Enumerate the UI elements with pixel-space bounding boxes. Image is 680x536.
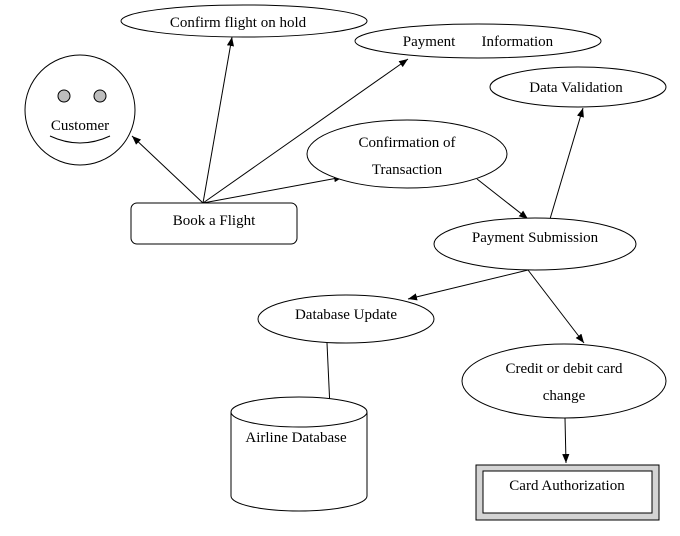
confirmation-transaction-label-line1: Confirmation of xyxy=(358,135,455,151)
card-change-label-line2: change xyxy=(543,388,586,404)
payment-submission-label: Payment Submission xyxy=(472,230,599,246)
customer-left-eye-icon xyxy=(57,89,71,103)
payment-submission-ellipse xyxy=(433,217,637,271)
card-change-node: Credit or debit card change xyxy=(461,343,667,419)
edge-book-flight-to-customer xyxy=(131,135,204,204)
card-authorization-label: Card Authorization xyxy=(509,478,625,494)
data-validation-node: Data Validation xyxy=(489,66,667,108)
customer-right-eye-icon xyxy=(93,89,107,103)
database-update-label: Database Update xyxy=(295,307,397,323)
confirm-hold-node: Confirm flight on hold xyxy=(120,4,368,38)
edge-database-update-to-airline-database xyxy=(325,342,334,409)
card-change-ellipse xyxy=(461,343,667,419)
card-change-label-line1: Credit or debit card xyxy=(505,361,623,377)
confirmation-transaction-node: Confirmation of Transaction xyxy=(306,119,508,189)
card-authorization-inner-box xyxy=(482,470,653,514)
airline-database-node: Airline Database xyxy=(230,396,368,512)
card-authorization-node: Card Authorization xyxy=(475,464,660,521)
airline-database-cylinder-top xyxy=(230,396,368,428)
edge-confirmation-to-payment-submission xyxy=(476,178,529,220)
edge-book-flight-to-payment-info xyxy=(202,58,409,204)
database-update-ellipse xyxy=(257,294,435,344)
customer-smile-icon xyxy=(49,135,111,144)
edge-payment-submission-to-card-change xyxy=(527,269,585,344)
confirm-hold-ellipse xyxy=(120,4,368,38)
airline-database-cylinder-body xyxy=(230,412,368,512)
book-flight-label: Book a Flight xyxy=(173,213,256,229)
edges xyxy=(131,36,585,464)
payment-info-ellipse xyxy=(354,23,602,59)
data-validation-label: Data Validation xyxy=(529,80,623,96)
book-flight-node: Book a Flight xyxy=(130,202,298,245)
edge-book-flight-to-confirm-hold xyxy=(202,36,234,204)
payment-info-node: Payment Information xyxy=(354,23,602,59)
payment-info-label: Payment Information xyxy=(403,34,554,50)
edge-book-flight-to-confirmation-transaction xyxy=(202,175,344,204)
confirm-hold-label: Confirm flight on hold xyxy=(170,15,307,31)
confirmation-transaction-label-line2: Transaction xyxy=(372,162,443,178)
customer-face-icon xyxy=(24,54,136,166)
payment-submission-node: Payment Submission xyxy=(433,217,637,271)
edge-payment-submission-to-database-update xyxy=(407,269,529,301)
customer-actor: Customer xyxy=(24,54,136,166)
airline-database-label: Airline Database xyxy=(245,430,347,446)
edge-payment-submission-to-data-validation xyxy=(549,107,584,220)
book-flight-box xyxy=(130,202,298,245)
edge-card-change-to-card-authorization xyxy=(562,417,570,464)
confirmation-transaction-ellipse xyxy=(306,119,508,189)
database-update-node: Database Update xyxy=(257,294,435,344)
customer-label: Customer xyxy=(51,118,109,134)
data-validation-ellipse xyxy=(489,66,667,108)
